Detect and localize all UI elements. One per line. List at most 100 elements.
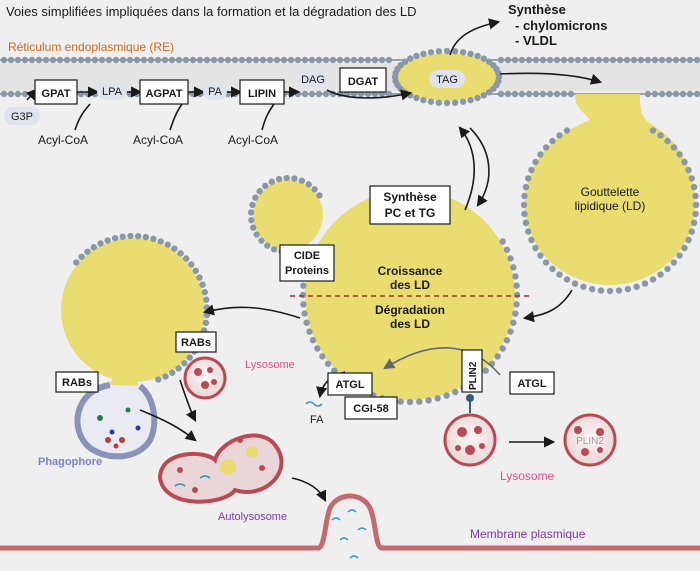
phospholipid-bead	[513, 282, 520, 289]
phospholipid-bead	[692, 192, 699, 200]
svg-text:DGAT: DGAT	[348, 76, 379, 88]
phospholipid-bead	[480, 55, 487, 62]
rabs-box-upper: RABs	[175, 331, 217, 353]
phospholipid-bead	[672, 56, 680, 64]
phospholipid-bead	[528, 166, 535, 174]
svg-text:LPA: LPA	[102, 86, 123, 98]
phospholipid-bead	[532, 56, 540, 64]
phospholipid-bead	[126, 56, 134, 64]
lipophagy-droplet	[61, 238, 205, 382]
phospholipid-bead	[560, 90, 568, 98]
phospholipid-bead	[420, 96, 427, 104]
phospholipid-bead	[581, 56, 589, 64]
fusing-droplet	[253, 180, 323, 250]
phospholipid-bead	[397, 398, 404, 405]
phospholipid-bead	[679, 56, 687, 64]
synthesis-head: Synthèse	[508, 2, 566, 17]
phospholipid-bead	[539, 90, 547, 98]
phospholipid-bead	[364, 56, 372, 64]
phospholipid-bead	[511, 56, 519, 64]
phospholipid-bead	[188, 261, 195, 268]
phospholipid-bead	[84, 56, 92, 64]
phospholipid-bead	[155, 376, 162, 383]
phospholipid-bead	[537, 151, 544, 158]
plin2-dot	[466, 394, 474, 402]
phospholipid-bead	[309, 337, 317, 344]
phospholipid-bead	[224, 56, 232, 64]
phospholipid-bead	[664, 265, 671, 273]
acyl-coa-3: Acyl-CoA	[228, 133, 278, 147]
phospholipid-bead	[685, 236, 692, 244]
cide-box: CIDE Proteins	[279, 244, 335, 282]
phospholipid-bead	[658, 90, 666, 98]
phospholipid-bead	[522, 219, 530, 227]
lysosome-small	[183, 356, 227, 400]
phospholipid-bead	[301, 56, 309, 64]
fa-squiggle	[305, 401, 323, 407]
phospholipid-bead	[77, 56, 85, 64]
atgl-box-left: ATGL	[327, 372, 373, 396]
droplet-label-1: Gouttelette	[581, 185, 640, 199]
phospholipid-bead	[588, 285, 596, 293]
phospholipid-bead	[248, 216, 255, 224]
phospholipid-bead	[42, 56, 50, 64]
lipid-bodies	[61, 53, 695, 400]
phospholipid-bead	[336, 56, 344, 64]
phospholipid-bead	[532, 90, 540, 98]
svg-text:ATGL: ATGL	[335, 379, 364, 391]
phospholipid-bead	[651, 56, 659, 64]
growth-label-2: des LD	[390, 278, 430, 292]
phospholipid-bead	[670, 144, 678, 151]
phospholipid-bead	[670, 259, 678, 266]
phospholipid-bead	[112, 56, 120, 64]
phospholipid-bead	[127, 232, 134, 240]
phospholipid-bead	[7, 90, 15, 98]
svg-text:PA: PA	[208, 86, 223, 98]
phospholipid-bead	[657, 132, 664, 139]
phospholipid-bead	[264, 242, 271, 249]
acyl-coa-2: Acyl-CoA	[133, 133, 183, 147]
phospholipid-bead	[266, 56, 274, 64]
phospholipid-bead	[315, 90, 323, 98]
phospholipid-bead	[203, 296, 210, 303]
phospholipid-bead	[549, 137, 556, 145]
phospholipid-bead	[104, 237, 111, 244]
phospholipid-bead	[401, 58, 409, 65]
phospholipid-bead	[201, 288, 209, 296]
phospholipid-bead	[249, 201, 256, 209]
phospholipid-bead	[679, 90, 687, 98]
phospholipid-bead	[693, 56, 700, 64]
phospholipid-bead	[497, 56, 505, 64]
phospholipid-bead	[322, 56, 330, 64]
phospholipid-bead	[681, 244, 688, 252]
phospholipid-bead	[78, 253, 85, 260]
svg-text:DAG: DAG	[301, 74, 325, 86]
phospholipid-bead	[199, 281, 206, 288]
phospholipid-bead	[443, 47, 451, 55]
phospholipid-bead	[451, 99, 459, 106]
svg-text:CGI-58: CGI-58	[353, 403, 388, 415]
phospholipid-bead	[532, 158, 539, 166]
svg-text:RABs: RABs	[181, 337, 211, 349]
svg-text:TAG: TAG	[436, 74, 458, 86]
phospholipid-bead	[357, 56, 365, 64]
phospholipid-bead	[443, 392, 450, 399]
phospholipid-bead	[275, 175, 283, 183]
phospholipid-bead	[690, 183, 698, 191]
phospholipid-bead	[665, 56, 673, 64]
phospholipid-bead	[504, 56, 512, 64]
phospholipid-bead	[649, 127, 657, 134]
phospholipid-bead	[268, 178, 275, 185]
pa-pill: PA	[203, 82, 227, 100]
phospholipid-bead	[245, 56, 253, 64]
phospholipid-bead	[35, 56, 43, 64]
phospholipid-bead	[497, 90, 505, 98]
phospholipid-bead	[503, 246, 511, 253]
phospholipid-bead	[595, 56, 603, 64]
phospholipid-bead	[111, 234, 119, 242]
phospholipid-bead	[658, 56, 666, 64]
phospholipid-bead	[580, 283, 587, 290]
synthesis-item-2: - VLDL	[515, 33, 557, 48]
central-droplet	[305, 190, 515, 400]
phospholipid-bead	[73, 259, 80, 266]
